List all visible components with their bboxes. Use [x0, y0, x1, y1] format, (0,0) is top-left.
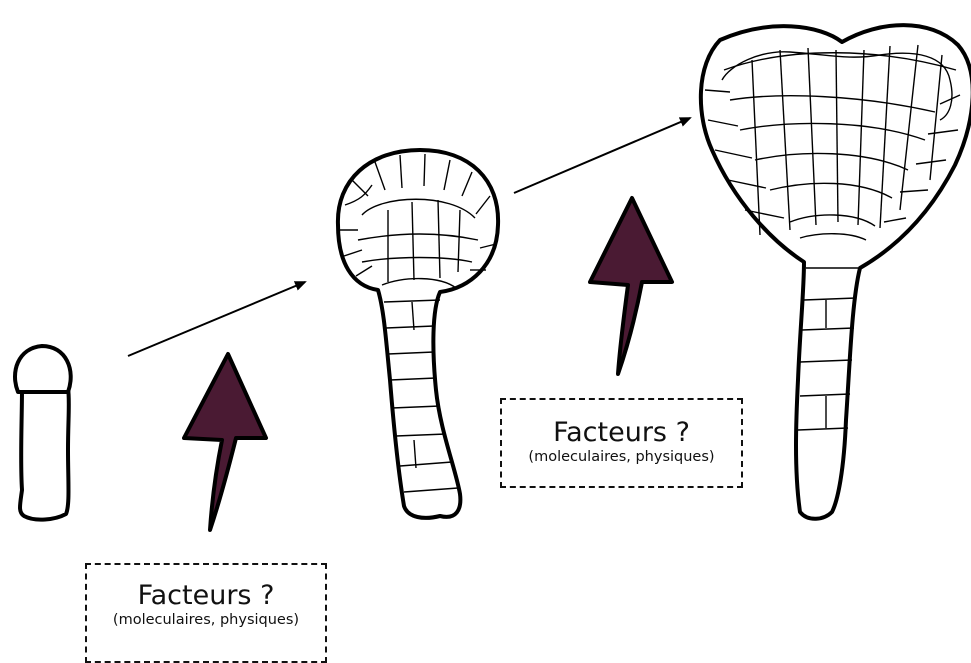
factor-box-1: Facteurs ? (moleculaires, physiques): [85, 563, 327, 663]
filament-body: [20, 388, 69, 520]
factor-box-1-title: Facteurs ?: [87, 581, 325, 611]
transition-arrow-2: [514, 118, 690, 193]
stage-2-spatulate: [338, 150, 498, 518]
factor-box-2: Facteurs ? (moleculaires, physiques): [500, 398, 743, 488]
factor-box-1-subtitle: (moleculaires, physiques): [87, 611, 325, 629]
factor-box-2-subtitle: (moleculaires, physiques): [502, 448, 741, 466]
spatula-outline: [338, 150, 498, 518]
factor-arrow-2: [590, 198, 672, 374]
development-diagram: [0, 0, 971, 648]
filament-apical-cell: [15, 346, 71, 392]
stage-1-filament: [15, 346, 71, 520]
factor-arrow-1: [184, 354, 266, 530]
factor-box-2-title: Facteurs ?: [502, 418, 741, 448]
transition-arrow-1: [128, 282, 305, 356]
